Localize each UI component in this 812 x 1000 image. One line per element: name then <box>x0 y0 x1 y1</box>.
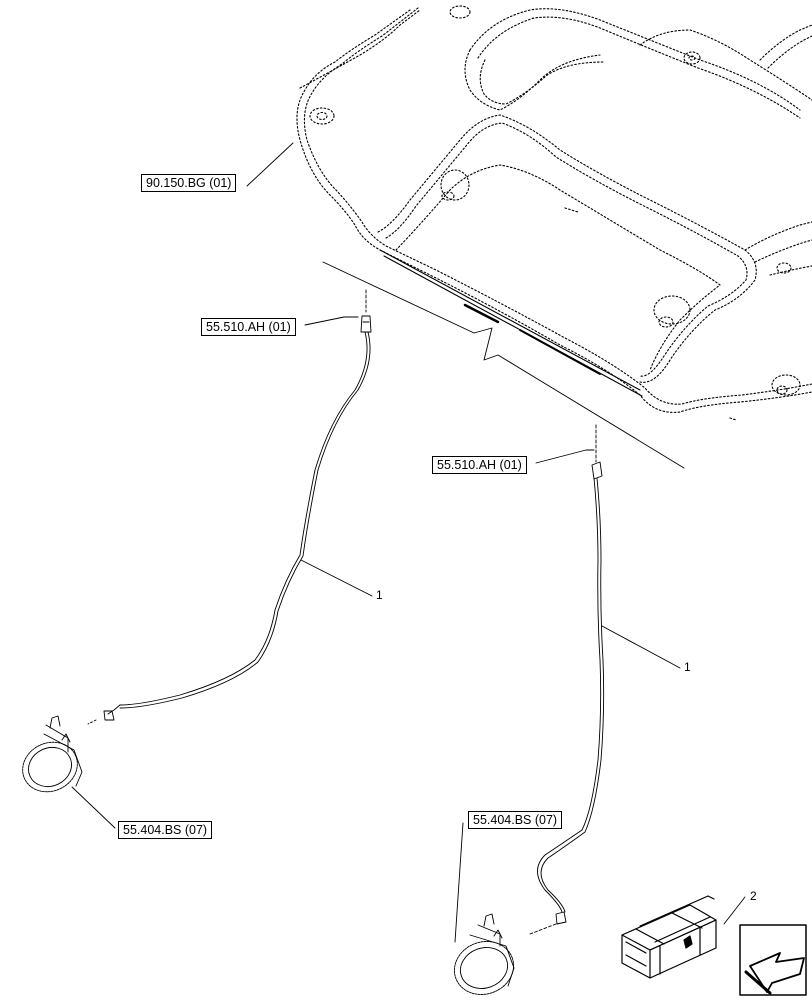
item-number-harness-left: 1 <box>376 588 383 602</box>
ref-connector-left[interactable]: 55.510.AH (01) <box>201 318 296 336</box>
section-line <box>322 261 685 469</box>
roof-edge <box>379 249 643 397</box>
leader-lines <box>71 142 746 943</box>
arrow-icon <box>739 924 807 996</box>
ref-roof[interactable]: 90.150.BG (01) <box>141 174 237 192</box>
cab-roof <box>296 5 812 421</box>
harness-left <box>103 289 372 721</box>
lamp-left <box>22 715 97 793</box>
ref-lamp-right[interactable]: 55.404.BS (07) <box>468 811 563 829</box>
wooden-crate-icon <box>621 895 717 979</box>
item-number-harness-right: 1 <box>684 660 691 674</box>
lamp-right <box>453 913 515 995</box>
ref-connector-right[interactable]: 55.510.AH (01) <box>432 456 527 474</box>
ref-lamp-left[interactable]: 55.404.BS (07) <box>118 821 213 839</box>
item-number-kit-box: 2 <box>750 889 757 903</box>
harness-right <box>529 424 605 935</box>
